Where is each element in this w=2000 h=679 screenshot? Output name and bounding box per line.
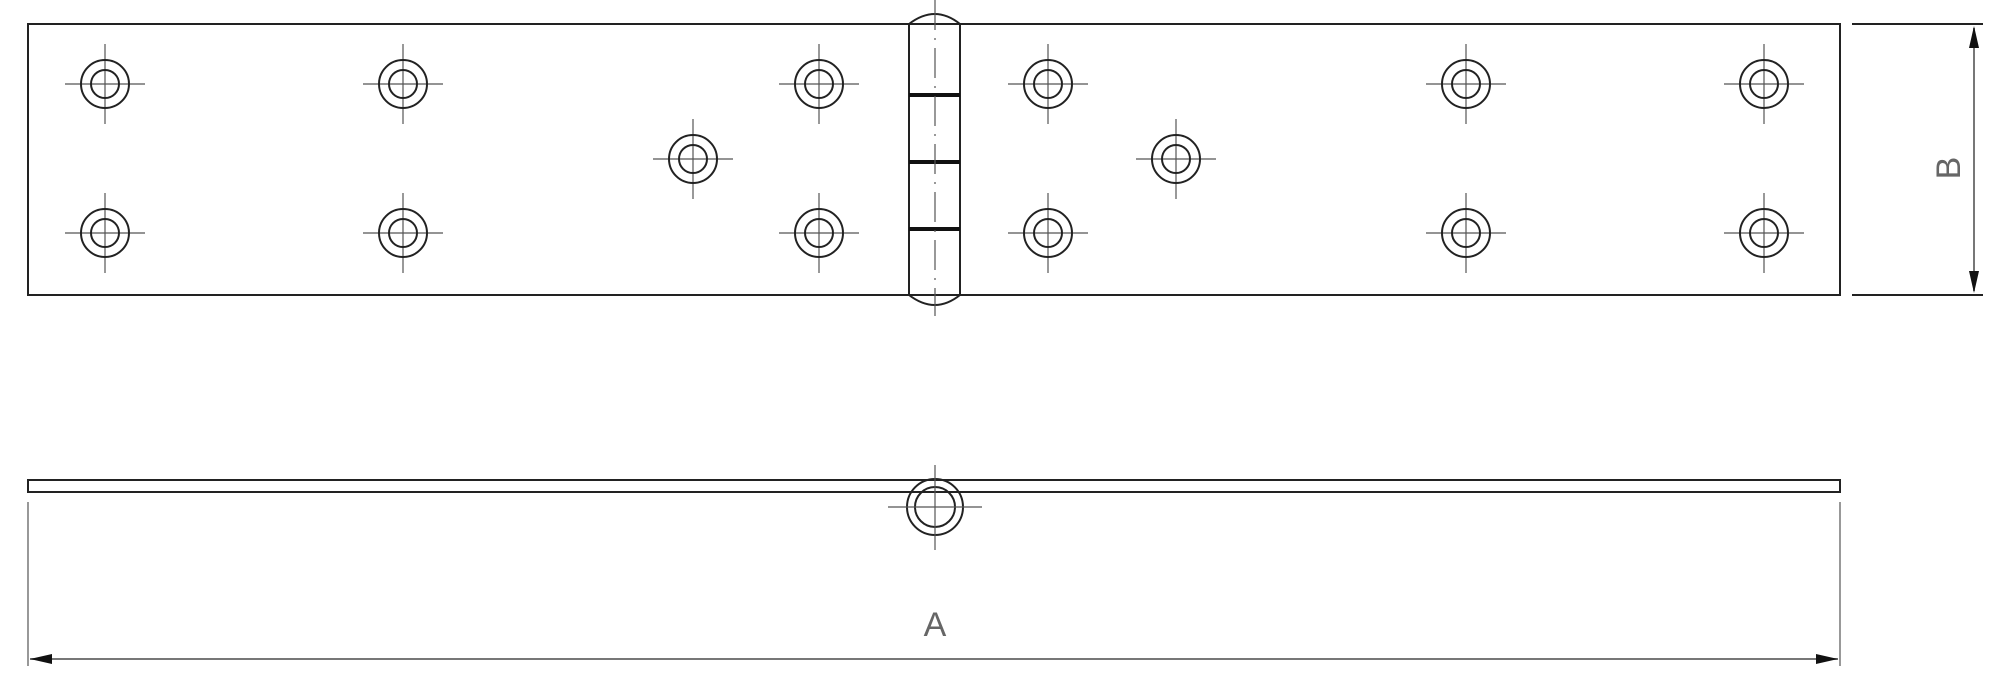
countersink-circle bbox=[1739, 208, 1789, 258]
arrow-head bbox=[1969, 26, 1979, 48]
countersink-circle bbox=[1739, 59, 1789, 109]
countersink-circle bbox=[378, 59, 428, 109]
hole-circle bbox=[1451, 218, 1481, 248]
mounting-holes bbox=[65, 44, 1804, 273]
mounting-hole bbox=[1008, 193, 1088, 273]
mounting-hole bbox=[1136, 119, 1216, 199]
mounting-hole bbox=[1008, 44, 1088, 124]
mounting-hole bbox=[1426, 44, 1506, 124]
side-plate-outline bbox=[27, 479, 1841, 493]
countersink-circle bbox=[80, 208, 130, 258]
dimension-label-a: A bbox=[924, 606, 947, 644]
hole-circle bbox=[1749, 69, 1779, 99]
mounting-hole bbox=[65, 193, 145, 273]
hole-circle bbox=[804, 218, 834, 248]
arrow-head bbox=[1969, 271, 1979, 293]
countersink-circle bbox=[1023, 208, 1073, 258]
countersink-circle bbox=[794, 59, 844, 109]
hole-circle bbox=[1451, 69, 1481, 99]
hole-circle bbox=[1033, 218, 1063, 248]
side-view bbox=[27, 465, 1841, 550]
hole-circle bbox=[90, 218, 120, 248]
hole-circle bbox=[804, 69, 834, 99]
hole-circle bbox=[1749, 218, 1779, 248]
hole-circle bbox=[90, 69, 120, 99]
countersink-circle bbox=[1151, 134, 1201, 184]
countersink-circle bbox=[1441, 208, 1491, 258]
top-view bbox=[27, 0, 1841, 316]
mounting-hole bbox=[1724, 193, 1804, 273]
mounting-hole bbox=[779, 193, 859, 273]
dimension-a: A bbox=[27, 502, 1841, 666]
hole-circle bbox=[388, 218, 418, 248]
countersink-circle bbox=[668, 134, 718, 184]
hole-circle bbox=[678, 144, 708, 174]
mounting-hole bbox=[363, 44, 443, 124]
mounting-hole bbox=[363, 193, 443, 273]
mounting-hole bbox=[65, 44, 145, 124]
dimension-b: B bbox=[1852, 23, 1983, 296]
hole-circle bbox=[1161, 144, 1191, 174]
hole-circle bbox=[1033, 69, 1063, 99]
hinge-plate-outline bbox=[27, 23, 1841, 296]
dimension-label-b: B bbox=[1930, 157, 1968, 180]
countersink-circle bbox=[794, 208, 844, 258]
hole-circle bbox=[388, 69, 418, 99]
arrow-head bbox=[30, 654, 52, 664]
hinge-knuckle bbox=[908, 0, 961, 316]
mounting-hole bbox=[1426, 193, 1506, 273]
countersink-circle bbox=[1441, 59, 1491, 109]
mounting-hole bbox=[779, 44, 859, 124]
countersink-circle bbox=[378, 208, 428, 258]
arrow-head bbox=[1816, 654, 1838, 664]
countersink-circle bbox=[80, 59, 130, 109]
countersink-circle bbox=[1023, 59, 1073, 109]
mounting-hole bbox=[1724, 44, 1804, 124]
mounting-hole bbox=[653, 119, 733, 199]
